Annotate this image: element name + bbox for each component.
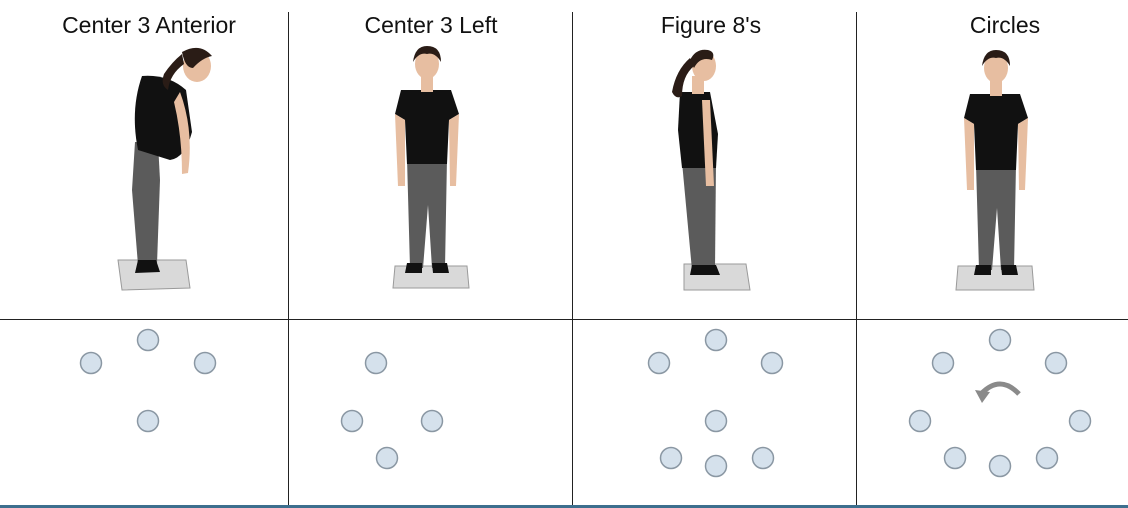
target-dot	[195, 353, 216, 374]
panel-title: Circles	[885, 12, 1125, 39]
target-dot	[81, 353, 102, 374]
target-dot-pattern	[289, 321, 571, 505]
person-leaning-forward-figure	[90, 40, 230, 300]
target-dot	[990, 456, 1011, 477]
target-dot	[649, 353, 670, 374]
panel-title: Figure 8's	[591, 12, 831, 39]
target-dot	[990, 330, 1011, 351]
target-dot	[706, 330, 727, 351]
target-dot	[138, 411, 159, 432]
target-dot	[945, 448, 966, 469]
target-dot-pattern	[573, 321, 855, 505]
arrowhead-icon	[975, 390, 990, 403]
target-dot	[661, 448, 682, 469]
target-dot	[366, 353, 387, 374]
target-dot	[933, 353, 954, 374]
person-standing-front-figure	[355, 40, 495, 300]
target-dot	[753, 448, 774, 469]
target-dot	[377, 448, 398, 469]
row-divider	[0, 319, 1128, 320]
person-standing-front-figure	[940, 40, 1080, 300]
target-dot	[762, 353, 783, 374]
target-dot-pattern	[3, 321, 285, 505]
target-dot	[706, 411, 727, 432]
target-dot	[138, 330, 159, 351]
target-dot-pattern	[857, 321, 1128, 505]
panel-title: Center 3 Anterior	[29, 12, 269, 39]
target-dot	[342, 411, 363, 432]
person-standing-side-figure	[640, 40, 780, 300]
target-dot	[1070, 411, 1091, 432]
target-dot	[422, 411, 443, 432]
target-dot	[1046, 353, 1067, 374]
target-dot	[706, 456, 727, 477]
target-dot	[1037, 448, 1058, 469]
target-dot	[910, 411, 931, 432]
panel-title: Center 3 Left	[311, 12, 551, 39]
